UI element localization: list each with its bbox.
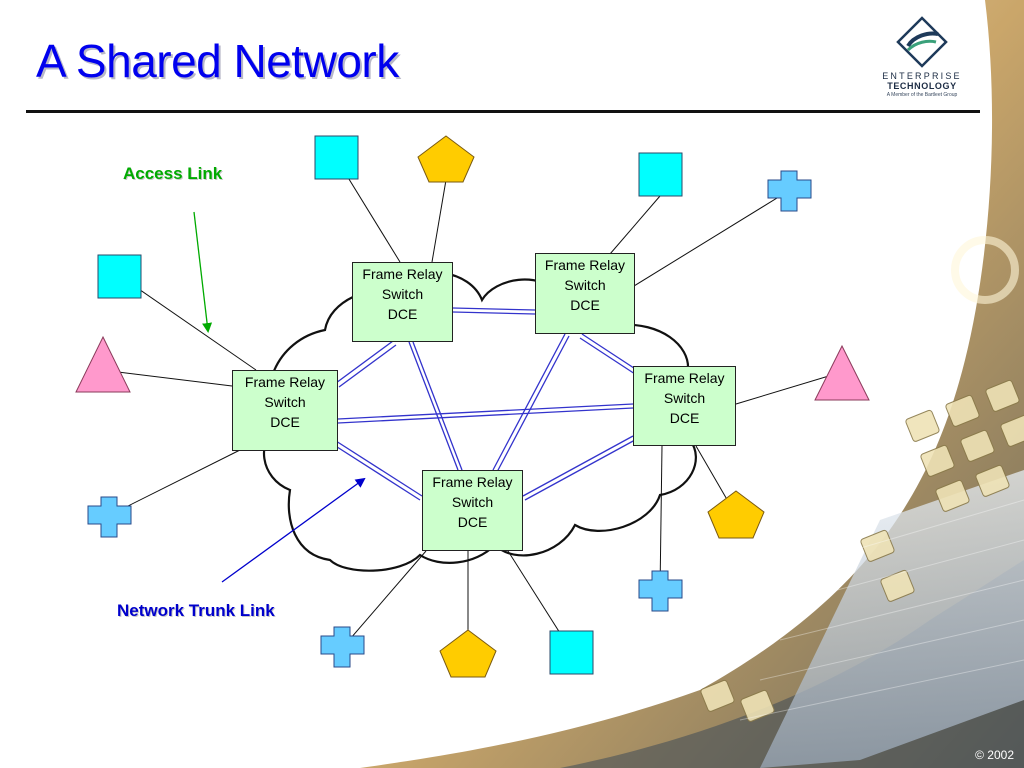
trunk-link	[337, 403, 634, 424]
access-link-arrow	[193, 211, 213, 333]
pentagon-node-icon	[417, 135, 475, 183]
switch-label-line2: Switch	[264, 394, 306, 410]
network-trunk-link-label: Network Trunk Link	[117, 601, 275, 620]
switch-label-line3: DCE	[457, 514, 488, 530]
triangle-node-icon	[75, 335, 131, 393]
logo-tagline: A Member of the Bartleet Group	[886, 92, 958, 98]
slide-title: A Shared Network	[36, 35, 399, 87]
trunk-link	[335, 340, 397, 388]
frame-relay-switch: Frame Relay Switch DCE	[352, 262, 453, 342]
frame-relay-switch: Frame Relay Switch DCE	[232, 370, 338, 451]
frame-relay-switch: Frame Relay Switch DCE	[633, 366, 736, 446]
trunk-link	[492, 333, 570, 473]
frame-relay-switch: Frame Relay Switch DCE	[535, 253, 635, 334]
copyright-notice: © 2002	[975, 748, 1014, 762]
cross-node-icon	[638, 570, 683, 612]
cross-node-icon	[767, 170, 812, 212]
trunk-link	[408, 341, 463, 471]
switch-label-line3: DCE	[669, 410, 700, 426]
switch-label-line2: Switch	[381, 286, 424, 302]
cross-node-icon	[320, 626, 365, 668]
network-trunk-link-arrow	[221, 477, 366, 583]
switch-label-line2: Switch	[564, 277, 606, 293]
access-link	[735, 371, 843, 405]
trunk-link	[452, 307, 536, 315]
square-node-icon	[638, 152, 683, 197]
access-link	[659, 445, 663, 593]
switch-label-line2: Switch	[663, 390, 706, 406]
title-underline	[26, 110, 980, 113]
switch-label-line1: Frame Relay	[244, 374, 326, 390]
switch-label-line3: DCE	[387, 306, 418, 322]
trunk-link	[579, 333, 638, 375]
access-link	[633, 189, 791, 287]
access-link	[109, 370, 233, 387]
access-link	[119, 275, 257, 371]
access-link	[343, 550, 427, 647]
switch-label-line1: Frame Relay	[432, 474, 513, 490]
access-link	[109, 449, 241, 516]
trunk-link	[333, 440, 423, 501]
triangle-node-icon	[814, 344, 870, 401]
access-link-label: Access Link	[123, 164, 223, 183]
logo-text-technology: TECHNOLOGY	[887, 81, 957, 91]
logo-text-enterprise: ENTERPRISE	[882, 71, 962, 81]
switch-label-line3: DCE	[570, 297, 600, 313]
switch-label-line1: Frame Relay	[544, 257, 626, 273]
switch-label-line3: DCE	[270, 414, 300, 430]
pentagon-node-icon	[439, 629, 497, 678]
frame-relay-switch: Frame Relay Switch DCE	[422, 470, 523, 551]
trunk-link	[522, 435, 636, 501]
access-link	[609, 195, 661, 255]
switch-label-line1: Frame Relay	[362, 266, 443, 282]
access-link	[431, 179, 447, 263]
enterprise-technology-logo	[896, 16, 948, 68]
switch-label-line1: Frame Relay	[644, 370, 725, 386]
switch-label-line2: Switch	[451, 494, 494, 510]
square-node-icon	[549, 630, 594, 675]
square-node-icon	[97, 254, 142, 299]
square-node-icon	[314, 135, 359, 180]
cross-node-icon	[87, 496, 132, 538]
pentagon-node-icon	[707, 490, 765, 539]
